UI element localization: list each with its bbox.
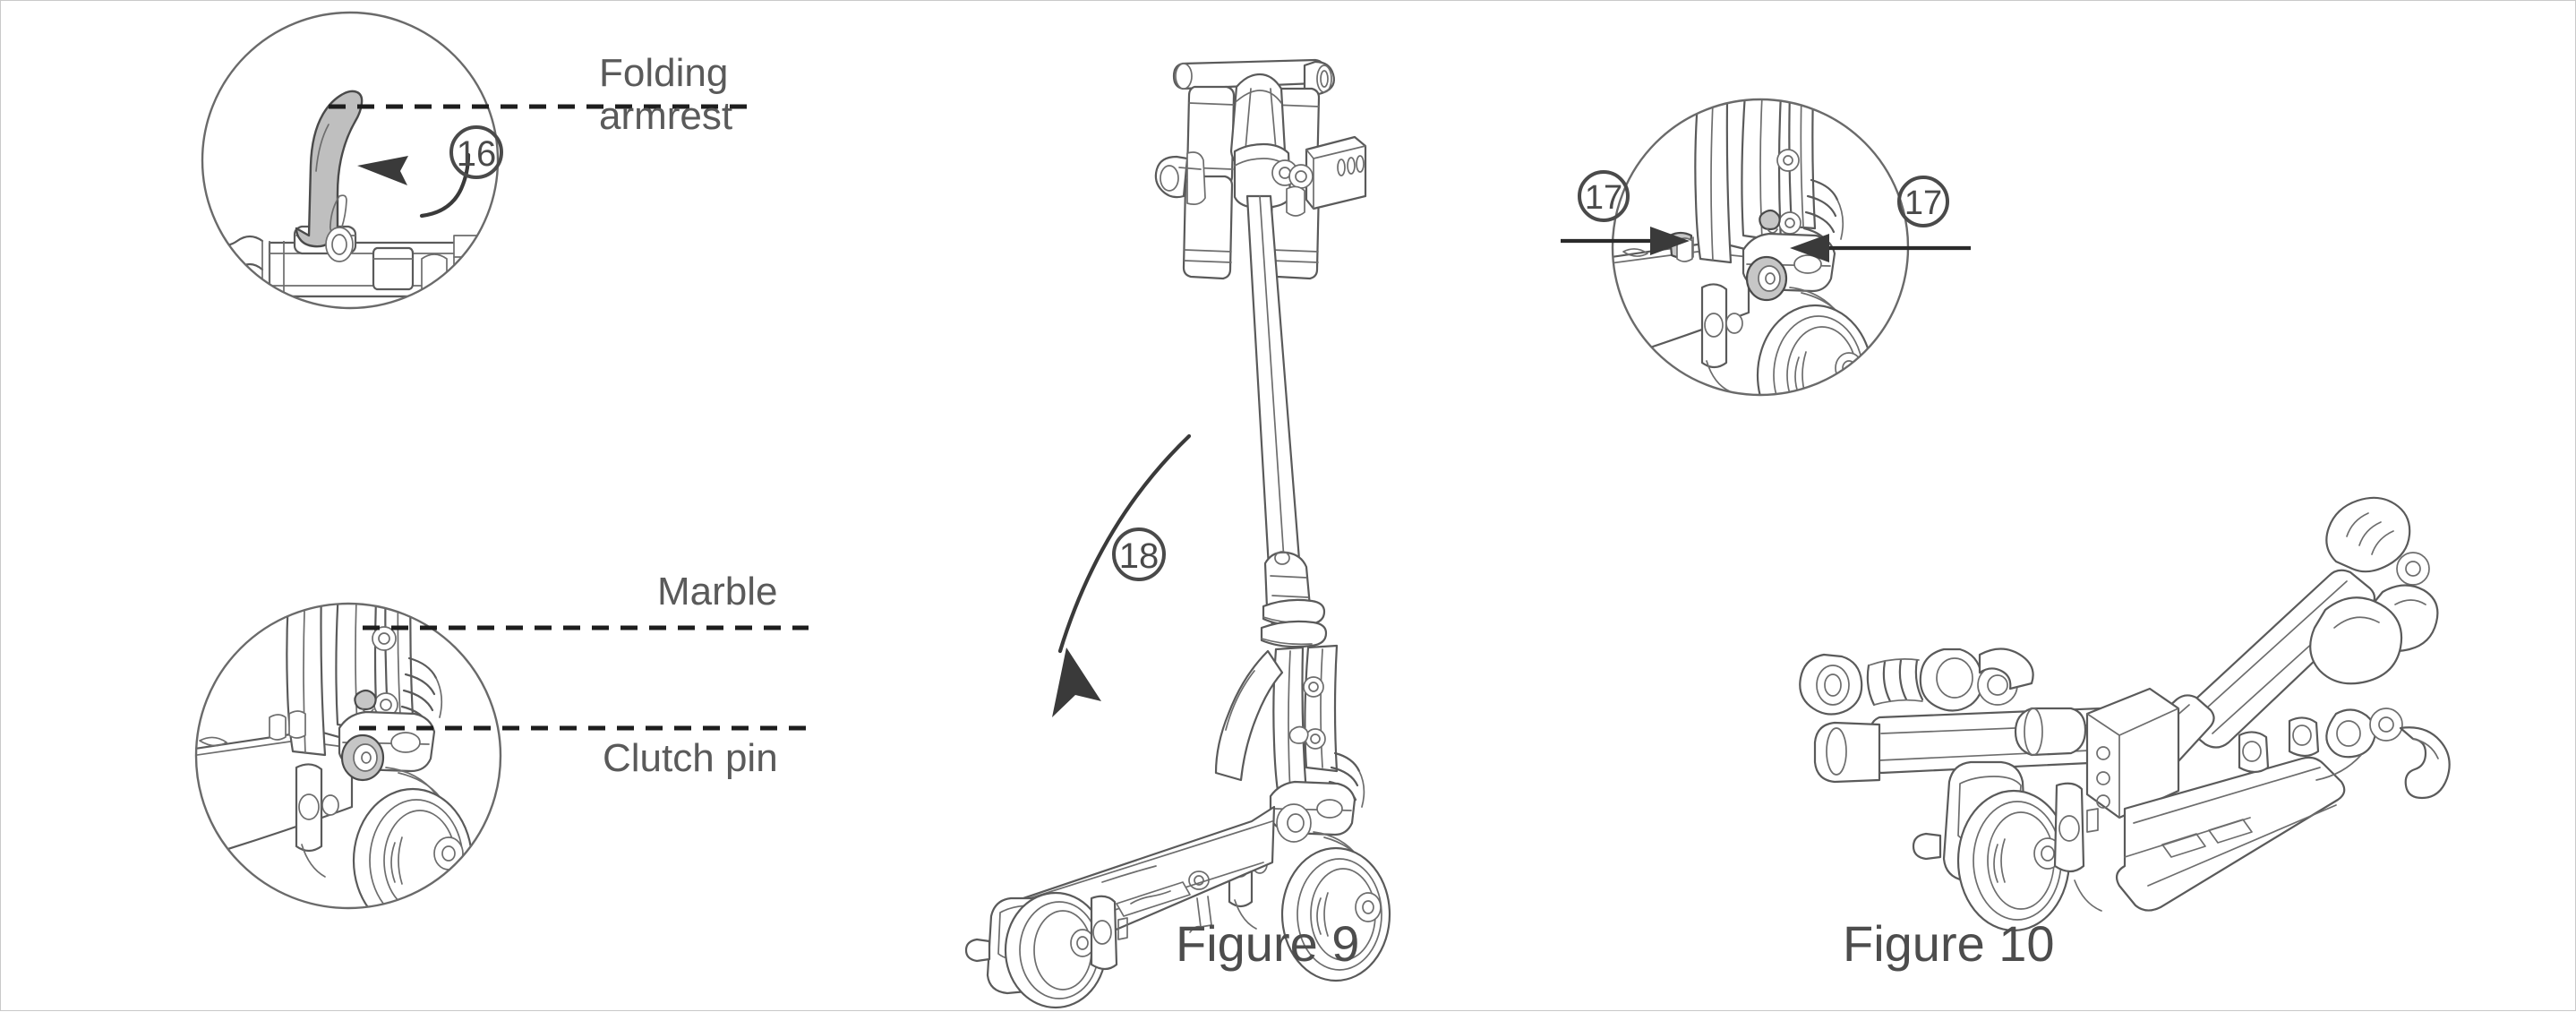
folded-crossbar [1799,648,2159,784]
callout-16-text: 16 [457,134,497,174]
deck-folded [964,805,1276,1009]
folded-handlebar-head [2309,496,2439,685]
stem-folding-clamp [1260,551,1328,648]
arrow-head-16 [357,156,408,185]
fork-assembly [1214,644,1391,982]
label-folding-armrest-line2: armrest [599,93,733,138]
figure-10-illustration [1799,496,2451,932]
detail-clutch-release: 17 17 [1561,98,1971,397]
callout-18: 18 [1112,527,1166,581]
curved-arrow-18 [1057,433,1192,654]
handlebar-assembly [1154,58,1367,280]
arrow-head-17-left [1650,227,1690,255]
figure-9-illustration: 18 [964,58,1391,1009]
curved-arrow-16 [419,152,471,219]
callout-16: 16 [449,125,503,179]
folded-display-box [2085,687,2180,819]
label-folding-armrest-line1: Folding [599,51,729,95]
folded-rear-hardware [2315,708,2451,800]
label-marble: Marble [657,570,778,613]
label-clutch-pin: Clutch pin [603,736,778,780]
caption-figure-9: Figure 9 [1176,915,1360,972]
callout-18-text: 18 [1119,536,1160,576]
label-folding-armrest: Folding armrest [599,52,732,137]
folded-hinge-hardware [2238,716,2320,774]
callout-17-right-text: 17 [1904,184,1942,222]
arrow-head-18 [1052,648,1101,717]
callout-17-right: 17 [1897,176,1949,227]
callout-17-left-text: 17 [1585,179,1622,217]
caption-figure-10: Figure 10 [1843,915,2055,972]
marble-part [354,689,377,711]
folded-front-wheel [1912,760,2102,932]
arrow-head-17-right [1790,234,1829,262]
folded-deck [2115,756,2346,912]
callout-17-left: 17 [1578,170,1630,222]
